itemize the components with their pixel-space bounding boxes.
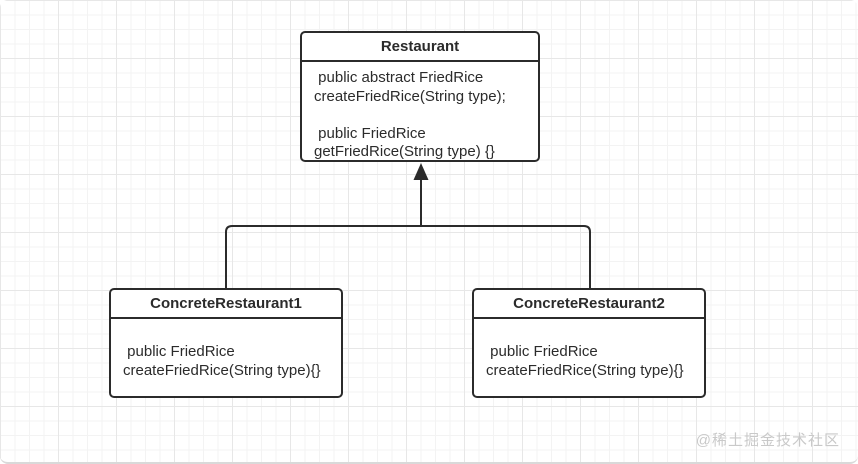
class-box-concrete-restaurant-1: ConcreteRestaurant1 public FriedRice cre… bbox=[109, 288, 343, 398]
class-title: Restaurant bbox=[302, 33, 538, 62]
watermark: @稀土掘金技术社区 bbox=[695, 432, 840, 449]
class-title: ConcreteRestaurant1 bbox=[111, 290, 341, 319]
inheritance-arrow-icon bbox=[413, 163, 429, 180]
class-title: ConcreteRestaurant2 bbox=[474, 290, 704, 319]
class-methods: public FriedRice createFriedRice(String … bbox=[486, 343, 684, 379]
class-methods: public abstract FriedRice createFriedRic… bbox=[314, 69, 506, 160]
class-box-restaurant: Restaurant public abstract FriedRice cre… bbox=[300, 31, 540, 162]
class-box-concrete-restaurant-2: ConcreteRestaurant2 public FriedRice cre… bbox=[472, 288, 706, 398]
class-methods: public FriedRice createFriedRice(String … bbox=[123, 343, 321, 379]
connector-rail-line bbox=[225, 225, 591, 288]
